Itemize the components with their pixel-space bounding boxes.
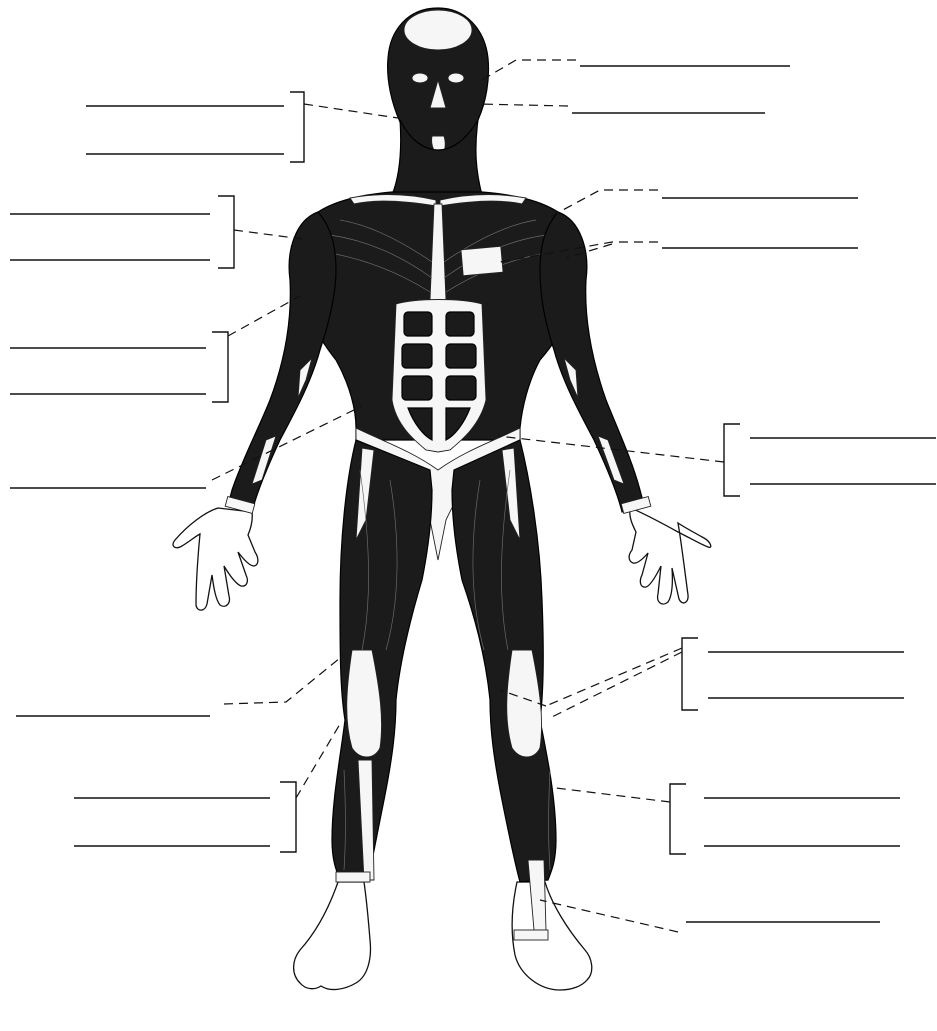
right-eye [448, 73, 464, 83]
left-arm [228, 212, 336, 512]
label-blank-ankle-right[interactable] [540, 900, 880, 932]
left-eye [412, 73, 428, 83]
label-blank-knee-right[interactable] [500, 638, 904, 718]
label-blank-thigh-left[interactable] [16, 658, 340, 716]
label-blank-abdomen-right[interactable] [498, 424, 936, 496]
left-hand [173, 508, 258, 610]
label-blank-calf-right[interactable] [556, 784, 900, 854]
label-blank-shin-left[interactable] [74, 724, 340, 852]
right-hand [629, 508, 711, 604]
label-blank-head-lower[interactable] [478, 104, 765, 113]
label-blank-arm-left[interactable] [10, 296, 300, 402]
human-muscular-figure [173, 8, 711, 990]
label-blank-head-upper[interactable] [482, 60, 790, 80]
label-blank-shoulder-left[interactable] [10, 196, 310, 268]
label-blank-neck-left[interactable] [86, 92, 398, 162]
right-leg [452, 440, 556, 882]
right-ankle-band [514, 930, 548, 940]
label-blank-forearm-left[interactable] [10, 406, 362, 488]
left-leg [332, 440, 432, 882]
scalp-aponeurosis [404, 10, 472, 50]
right-arm [540, 212, 644, 512]
left-ankle-band [336, 872, 370, 882]
left-foot [294, 882, 371, 990]
chest-patch [461, 246, 503, 275]
label-blank-chest-right[interactable] [548, 190, 858, 218]
